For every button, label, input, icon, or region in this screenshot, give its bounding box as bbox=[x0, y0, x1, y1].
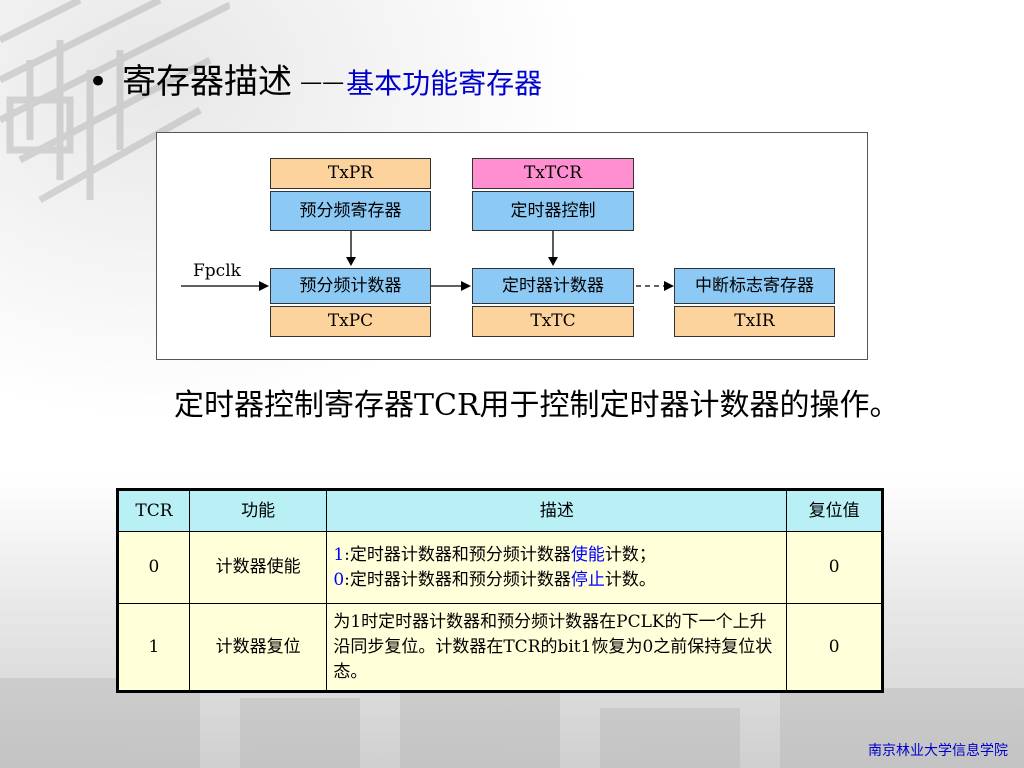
down-arrow-icon bbox=[346, 231, 356, 266]
title-bullet: • bbox=[88, 62, 109, 102]
slide-title: • 寄存器描述 ——基本功能寄存器 bbox=[88, 54, 542, 103]
interrupt-register-box: 中断标志寄存器 bbox=[674, 268, 835, 304]
header-tcr: TCR bbox=[117, 489, 190, 532]
desc-text: 计数。 bbox=[604, 569, 656, 590]
header-description: 描述 bbox=[326, 489, 788, 532]
txtcr-box: TxTCR bbox=[472, 158, 634, 189]
desc-highlight: 使能 bbox=[570, 544, 605, 565]
bit-value: 1 bbox=[333, 544, 345, 565]
bit-value: 0 bbox=[333, 569, 345, 590]
desc-line: 0:定时器计数器和预分频计数器停止计数。 bbox=[333, 568, 780, 593]
header-function: 功能 bbox=[188, 489, 328, 532]
table-row: 0 计数器使能 1:定时器计数器和预分频计数器使能计数； 0:定时器计数器和预分… bbox=[117, 531, 883, 604]
timer-control-box: 定时器控制 bbox=[472, 191, 634, 231]
right-arrow-icon bbox=[431, 281, 471, 291]
timer-block-diagram: TxPR 预分频寄存器 TxTCR 定时器控制 Fpclk 预分频计数器 TxP… bbox=[156, 132, 868, 360]
cell-function: 计数器使能 bbox=[188, 531, 328, 604]
footer-institution: 南京林业大学信息学院 bbox=[868, 743, 1008, 759]
cell-function: 计数器复位 bbox=[188, 603, 328, 692]
txtc-box: TxTC bbox=[472, 306, 634, 337]
dashed-arrow-icon bbox=[636, 281, 674, 291]
desc-text: :定时器计数器和预分频计数器 bbox=[344, 544, 571, 565]
cell-reset-value: 0 bbox=[786, 603, 883, 692]
description-text: 定时器控制寄存器TCR用于控制定时器计数器的操作。 bbox=[174, 388, 900, 423]
title-dash: —— bbox=[300, 70, 345, 95]
title-sub: 基本功能寄存器 bbox=[346, 67, 543, 100]
timer-counter-box: 定时器计数器 bbox=[472, 268, 634, 304]
cell-description: 1:定时器计数器和预分频计数器使能计数； 0:定时器计数器和预分频计数器停止计数… bbox=[326, 531, 788, 604]
fpclk-arrow-icon bbox=[181, 281, 269, 291]
tcr-table: TCR 功能 描述 复位值 0 计数器使能 1:定时器计数器和预分频计数器使能计… bbox=[116, 488, 884, 693]
fpclk-label: Fpclk bbox=[193, 261, 241, 281]
background-decoration bbox=[0, 0, 230, 204]
cell-tcr: 0 bbox=[117, 531, 190, 604]
cell-description: 为1时定时器计数器和预分频计数器在PCLK的下一个上升沿同步复位。计数器在TCR… bbox=[326, 603, 788, 692]
cell-reset-value: 0 bbox=[786, 531, 883, 604]
table-row: 1 计数器复位 为1时定时器计数器和预分频计数器在PCLK的下一个上升沿同步复位… bbox=[117, 603, 883, 692]
description-paragraph: 定时器控制寄存器TCR用于控制定时器计数器的操作。 bbox=[106, 384, 906, 428]
title-main: 寄存器描述 bbox=[122, 62, 293, 102]
txpc-box: TxPC bbox=[270, 306, 431, 337]
table-header-row: TCR 功能 描述 复位值 bbox=[117, 489, 883, 532]
prescale-register-box: 预分频寄存器 bbox=[270, 191, 431, 231]
desc-text: :定时器计数器和预分频计数器 bbox=[344, 569, 571, 590]
txpr-box: TxPR bbox=[270, 158, 431, 189]
cell-tcr: 1 bbox=[117, 603, 190, 692]
desc-highlight: 停止 bbox=[570, 569, 605, 590]
prescale-counter-box: 预分频计数器 bbox=[270, 268, 431, 304]
desc-line: 1:定时器计数器和预分频计数器使能计数； bbox=[333, 543, 780, 568]
desc-text: 计数； bbox=[604, 544, 656, 565]
header-reset-value: 复位值 bbox=[786, 489, 883, 532]
down-arrow-icon bbox=[548, 231, 558, 266]
txir-box: TxIR bbox=[674, 306, 835, 337]
